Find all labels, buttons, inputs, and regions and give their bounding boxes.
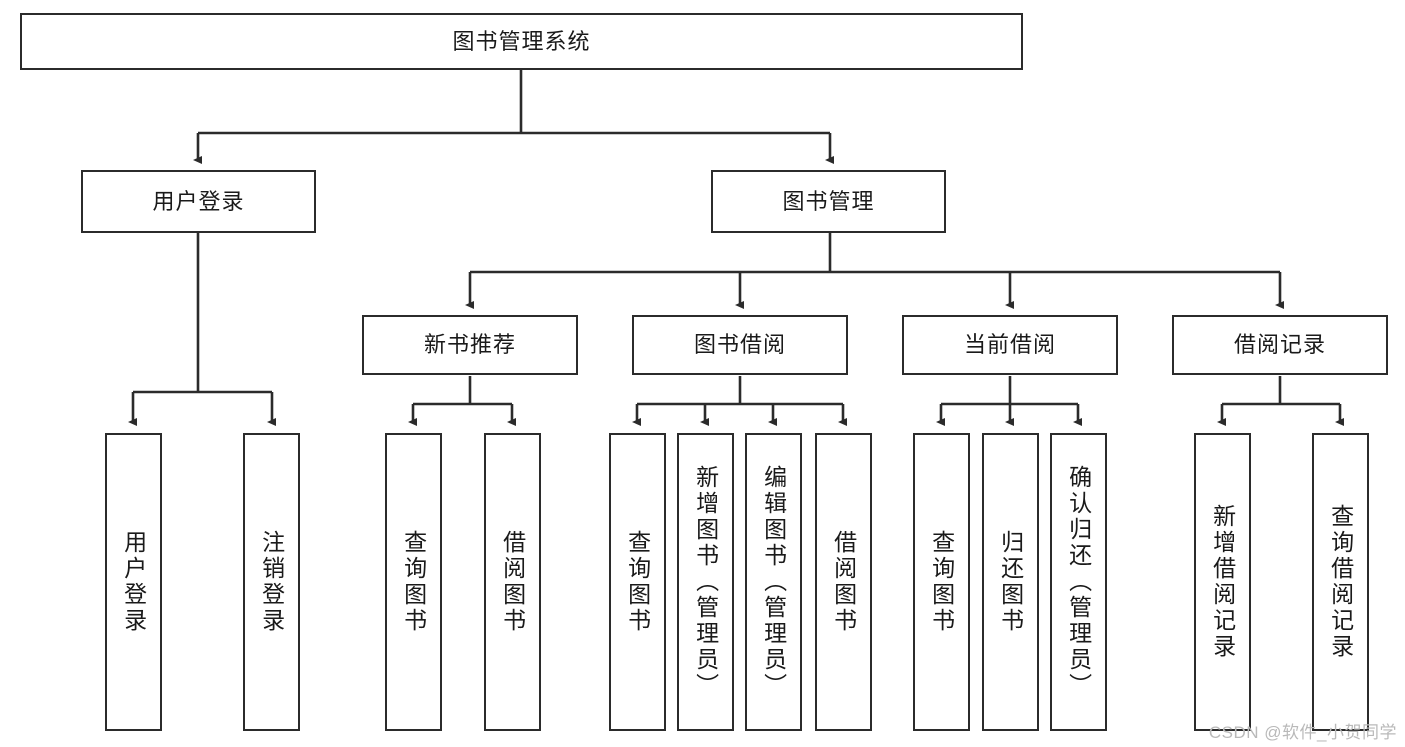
node-book-borrow[interactable]: 图书借阅 (632, 315, 848, 375)
node-root-library-system[interactable]: 图书管理系统 (20, 13, 1023, 70)
node-label: 用户登录 (152, 188, 245, 214)
node-label: 借阅记录 (1233, 332, 1326, 358)
node-label: 查询图书 (400, 530, 427, 634)
node-label: 用户登录 (120, 530, 147, 634)
node-book-management[interactable]: 图书管理 (711, 170, 946, 233)
leaf-borrow-query-book[interactable]: 查询图书 (609, 433, 666, 731)
node-label: 归还图书 (997, 530, 1024, 634)
node-label: 借阅图书 (830, 530, 857, 634)
leaf-user-login-signin[interactable]: 用户登录 (105, 433, 162, 731)
leaf-current-confirm-return-admin[interactable]: 确认归还（管理员） (1050, 433, 1107, 731)
leaf-user-login-signout[interactable]: 注销登录 (243, 433, 300, 731)
leaf-record-add-borrow-record[interactable]: 新增借阅记录 (1194, 433, 1251, 731)
node-label: 新增借阅记录 (1209, 504, 1236, 660)
leaf-recommend-query-book[interactable]: 查询图书 (385, 433, 442, 731)
node-label: 查询图书 (928, 530, 955, 634)
node-label: 当前借阅 (963, 332, 1056, 358)
node-label: 确认归还（管理员） (1065, 465, 1092, 699)
node-label: 借阅图书 (499, 530, 526, 634)
node-label: 新书推荐 (423, 332, 516, 358)
node-label: 图书管理 (782, 188, 875, 214)
node-label: 编辑图书（管理员） (760, 465, 787, 699)
node-label: 图书借阅 (693, 332, 786, 358)
node-label: 新增图书（管理员） (692, 465, 719, 699)
csdn-watermark: CSDN @软件_小贺同学 (1208, 723, 1397, 742)
node-new-book-recommend[interactable]: 新书推荐 (362, 315, 578, 375)
node-label: 查询借阅记录 (1327, 504, 1354, 660)
node-current-borrow[interactable]: 当前借阅 (902, 315, 1118, 375)
leaf-borrow-edit-book-admin[interactable]: 编辑图书（管理员） (745, 433, 802, 731)
leaf-record-query-borrow-record[interactable]: 查询借阅记录 (1312, 433, 1369, 731)
leaf-borrow-add-book-admin[interactable]: 新增图书（管理员） (677, 433, 734, 731)
leaf-current-query-book[interactable]: 查询图书 (913, 433, 970, 731)
leaf-borrow-borrow-book[interactable]: 借阅图书 (815, 433, 872, 731)
node-label: 图书管理系统 (452, 28, 591, 54)
leaf-recommend-borrow-book[interactable]: 借阅图书 (484, 433, 541, 731)
node-label: 查询图书 (624, 530, 651, 634)
node-borrow-record[interactable]: 借阅记录 (1172, 315, 1388, 375)
node-user-login[interactable]: 用户登录 (81, 170, 316, 233)
node-label: 注销登录 (258, 530, 285, 634)
leaf-current-return-book[interactable]: 归还图书 (982, 433, 1039, 731)
